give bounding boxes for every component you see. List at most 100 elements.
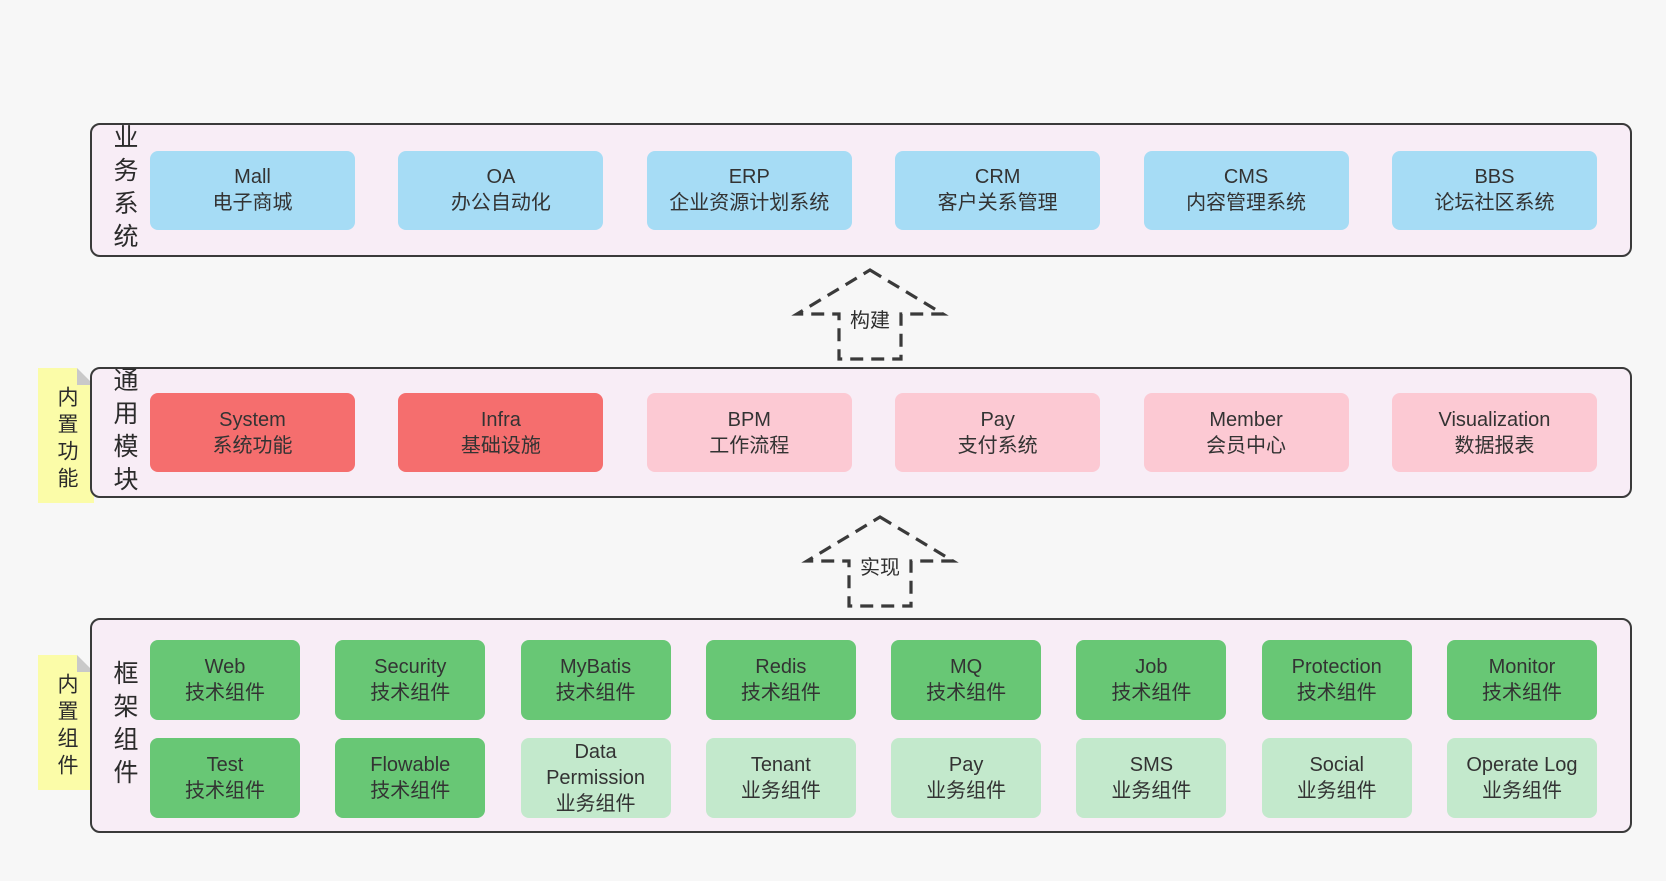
box-title: Tenant	[750, 754, 811, 776]
box-title: Redis	[755, 656, 807, 678]
box-subtitle: 业务组件	[1481, 780, 1562, 802]
layer-common-modules: 通用模块 System 系统功能 Infra 基础设施 BPM 工作流程 Pay…	[90, 366, 1632, 499]
box-subtitle: 技术组件	[185, 780, 265, 802]
box-subtitle: 技术组件	[740, 682, 821, 704]
box-security: Security 技术组件	[335, 640, 486, 720]
box-subtitle: 技术组件	[370, 780, 451, 802]
box-test: Test 技术组件	[150, 738, 300, 818]
box-title: Job	[1135, 656, 1168, 678]
box-data-permission: Data Permission 业务组件	[520, 738, 671, 818]
box-subtitle: 技术组件	[1481, 682, 1562, 704]
box-subtitle: 内容管理系统	[1186, 192, 1307, 214]
box-social: Social 业务组件	[1261, 738, 1412, 818]
box-subtitle: 电子商城	[212, 192, 293, 214]
arrow-implement: 实现	[800, 513, 960, 610]
box-title: Mall	[234, 166, 271, 188]
box-subtitle: 支付系统	[957, 434, 1038, 457]
box-subtitle: 业务组件	[555, 793, 636, 815]
box-subtitle: 技术组件	[1111, 682, 1192, 704]
box-web: Web 技术组件	[150, 640, 300, 720]
sticky-label: 内置组件	[55, 672, 78, 781]
box-title: Web	[204, 656, 246, 678]
box-title: Infra	[480, 408, 521, 431]
box-subtitle: 业务组件	[926, 780, 1007, 802]
box-title: OA	[486, 166, 516, 188]
box-subtitle: 企业资源计划系统	[669, 192, 830, 214]
box-title: MyBatis	[560, 656, 632, 678]
box-subtitle: 技术组件	[185, 682, 265, 704]
box-pay-module: Pay 支付系统	[895, 393, 1101, 472]
box-member: Member 会员中心	[1143, 393, 1349, 472]
box-sms: SMS 业务组件	[1076, 738, 1227, 818]
layer-label-business: 业务系统	[110, 124, 138, 256]
box-subtitle: 业务组件	[740, 780, 821, 802]
box-title: Monitor	[1488, 656, 1556, 678]
box-bpm: BPM 工作流程	[646, 393, 852, 472]
box-title: BBS	[1474, 166, 1515, 188]
layer-label-components: 框架组件	[110, 659, 138, 792]
arrow-build: 构建	[790, 266, 950, 363]
layer-label-modules: 通用模块	[110, 366, 138, 499]
folded-corner-icon	[77, 368, 94, 385]
box-subtitle: 业务组件	[1111, 780, 1192, 802]
box-mybatis: MyBatis 技术组件	[520, 640, 671, 720]
box-subtitle: 技术组件	[370, 682, 451, 704]
box-redis: Redis 技术组件	[705, 640, 856, 720]
box-subtitle: 工作流程	[709, 434, 790, 457]
box-subtitle: 技术组件	[1296, 682, 1377, 704]
sticky-note-builtin-components: 内置组件	[38, 655, 94, 790]
components-box-grid: Web 技术组件 Security 技术组件 MyBatis 技术组件 Redi…	[150, 640, 1597, 818]
modules-box-row: System 系统功能 Infra 基础设施 BPM 工作流程 Pay 支付系统…	[150, 369, 1597, 496]
box-oa: OA 办公自动化	[398, 150, 604, 230]
box-system: System 系统功能	[150, 393, 355, 472]
box-mq: MQ 技术组件	[891, 640, 1042, 720]
box-title: MQ	[950, 656, 983, 678]
box-title: Visualization	[1438, 408, 1551, 431]
box-title: Operate Log	[1466, 754, 1578, 776]
business-box-row: Mall 电子商城 OA 办公自动化 ERP 企业资源计划系统 CRM 客户关系…	[150, 125, 1597, 255]
box-cms: CMS 内容管理系统	[1143, 150, 1349, 230]
box-title: Security	[374, 656, 447, 678]
box-subtitle: 数据报表	[1454, 434, 1535, 457]
box-subtitle: 基础设施	[460, 434, 541, 457]
box-title: CMS	[1223, 166, 1269, 188]
box-mall: Mall 电子商城	[150, 150, 355, 230]
box-title: Pay	[980, 408, 1015, 431]
box-title: ERP	[728, 166, 770, 188]
box-title: Test	[206, 754, 244, 776]
box-title: CRM	[974, 166, 1021, 188]
sticky-note-builtin-features: 内置功能	[38, 368, 94, 503]
box-tenant: Tenant 业务组件	[705, 738, 856, 818]
box-flowable: Flowable 技术组件	[335, 738, 486, 818]
box-visualization: Visualization 数据报表	[1391, 393, 1597, 472]
sticky-label: 内置功能	[55, 385, 78, 494]
box-subtitle: 技术组件	[555, 682, 636, 704]
arrow-label: 构建	[847, 304, 893, 333]
box-title: Protection	[1291, 656, 1382, 678]
box-pay-component: Pay 业务组件	[891, 738, 1042, 818]
box-subtitle: 系统功能	[212, 434, 293, 457]
box-bbs: BBS 论坛社区系统	[1391, 150, 1597, 230]
box-infra: Infra 基础设施	[398, 393, 604, 472]
box-operate-log: Operate Log 业务组件	[1446, 738, 1597, 818]
up-arrow-icon	[801, 515, 959, 608]
box-subtitle: 客户关系管理	[937, 192, 1058, 214]
box-title: Flowable	[370, 754, 451, 776]
box-monitor: Monitor 技术组件	[1446, 640, 1597, 720]
box-title: Member	[1209, 408, 1283, 431]
box-title: Social	[1309, 754, 1364, 776]
box-title: System	[219, 408, 286, 431]
arrow-label: 实现	[857, 551, 903, 580]
layer-business-systems: 业务系统 Mall 电子商城 OA 办公自动化 ERP 企业资源计划系统 CRM…	[90, 123, 1632, 257]
box-subtitle: 业务组件	[1296, 780, 1377, 802]
box-title: Data Permission	[546, 741, 646, 789]
box-title: Pay	[948, 754, 984, 776]
box-title: BPM	[727, 408, 771, 431]
box-title: SMS	[1129, 754, 1174, 776]
up-arrow-icon	[791, 268, 949, 361]
box-subtitle: 会员中心	[1206, 434, 1287, 457]
box-crm: CRM 客户关系管理	[895, 150, 1101, 230]
box-job: Job 技术组件	[1076, 640, 1227, 720]
box-subtitle: 办公自动化	[450, 192, 551, 214]
